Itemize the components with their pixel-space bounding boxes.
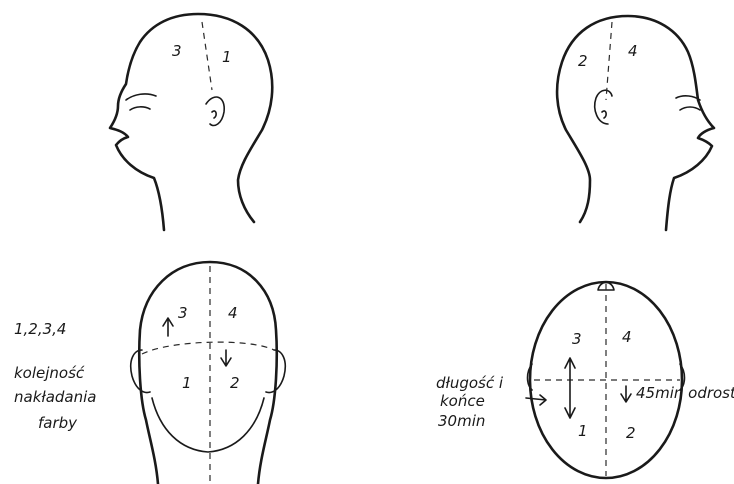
note-line: nakładania <box>14 388 96 406</box>
arrow-down-icon <box>221 350 231 366</box>
jaw-line <box>152 398 264 452</box>
eye-right <box>680 107 700 110</box>
zone-label: 1 <box>182 374 192 392</box>
zone-label: 4 <box>228 304 238 322</box>
zone-label: 3 <box>572 330 582 348</box>
horizontal-parting <box>142 342 274 354</box>
zone-label: 2 <box>626 424 636 442</box>
arrow-up-icon <box>163 318 173 336</box>
arrow-right-icon <box>526 395 546 405</box>
zone-label: 2 <box>230 374 240 392</box>
side-head-right: 2 4 <box>557 16 714 230</box>
arrow-down-icon <box>621 386 631 402</box>
top-head: 3 4 1 2 <box>526 282 685 478</box>
left-note: 1,2,3,4 kolejność nakładania farby <box>14 320 96 432</box>
back-head: 3 4 1 2 <box>131 262 286 484</box>
note-line: długość i <box>436 374 504 392</box>
zone-label: 4 <box>628 42 638 60</box>
zone-label: 3 <box>178 304 188 322</box>
zone-label: 4 <box>622 328 632 346</box>
double-arrow-icon <box>565 358 575 418</box>
zone-label: 3 <box>172 42 182 60</box>
note-line: kolejność <box>14 364 85 382</box>
regrowth-text: 45min odrost <box>636 384 734 402</box>
note-line: końce <box>440 392 485 410</box>
zone-label: 2 <box>578 52 588 70</box>
zone-label: 1 <box>222 48 232 66</box>
eye-left <box>130 107 150 110</box>
side-head-left: 3 1 <box>110 14 272 230</box>
ear-right <box>595 90 612 124</box>
zone-label: 1 <box>578 422 588 440</box>
parting-line-right <box>606 22 612 100</box>
eyebrow-left <box>126 94 156 100</box>
order-text: 1,2,3,4 <box>14 320 66 338</box>
note-line: 30min <box>438 412 485 430</box>
note-line: farby <box>38 414 78 432</box>
parting-line-left <box>202 22 212 90</box>
